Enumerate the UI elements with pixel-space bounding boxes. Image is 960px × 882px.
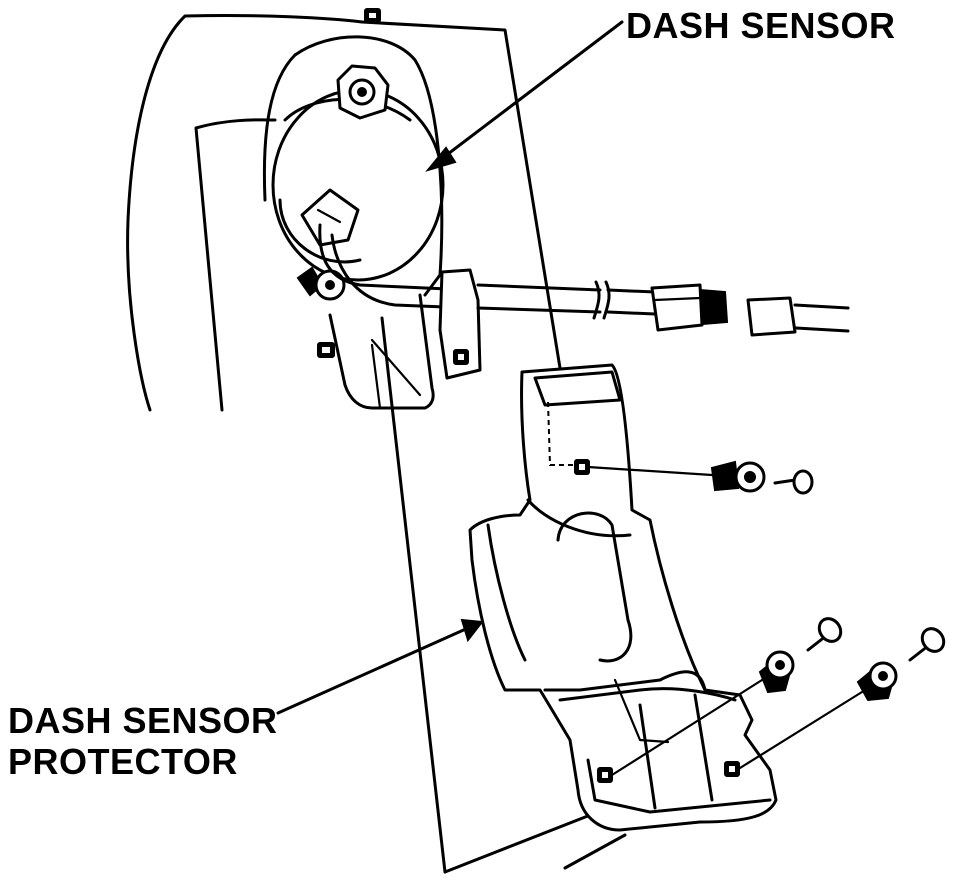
mounting-plate — [360, 8, 627, 874]
bracket-hole — [317, 342, 335, 358]
dash-sensor — [271, 64, 445, 301]
protector-hole-left — [597, 767, 613, 783]
protector-label-line2: PROTECTOR — [8, 741, 238, 782]
sensor-top-nut — [336, 64, 390, 120]
sensor-bracket — [262, 35, 444, 410]
sensor-bottom-nut — [296, 266, 346, 301]
dash-sensor-label: DASH SENSOR — [626, 5, 896, 46]
protector-hole-right — [724, 761, 740, 777]
sensor-connector — [300, 188, 360, 247]
connector-female — [746, 296, 850, 337]
sensor-cable — [318, 223, 850, 380]
fastener-right — [738, 627, 946, 770]
protector-label-line1: DASH SENSOR — [8, 700, 278, 741]
fastener-top — [586, 460, 814, 495]
dash-sensor-arrow — [425, 20, 624, 172]
dash-sensor-protector — [468, 363, 778, 832]
connector-male — [650, 283, 729, 332]
protector-arrow — [276, 618, 484, 715]
plate-hole-top — [364, 8, 381, 23]
body-outline — [126, 13, 364, 412]
cable-clip — [438, 268, 482, 380]
fastener-middle — [610, 617, 843, 777]
